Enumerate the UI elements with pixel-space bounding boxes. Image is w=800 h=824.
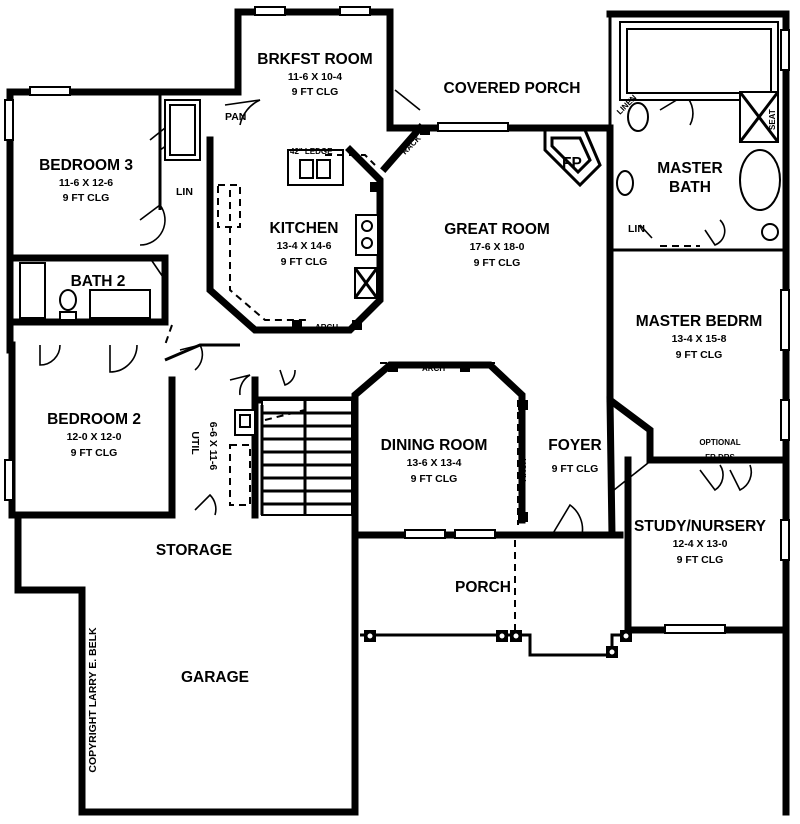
staircase xyxy=(260,399,353,516)
bedroom3-name: BEDROOM 3 xyxy=(39,157,133,174)
doors xyxy=(39,89,753,536)
pantry-label: PAN xyxy=(225,111,246,123)
great-room-size: 17-6 X 18-0 xyxy=(470,241,525,253)
porch-name: PORCH xyxy=(455,579,511,596)
brkfst-room-size: 11-6 X 10-4 xyxy=(288,71,342,83)
brkfst-room-name: BRKFST ROOM xyxy=(257,51,372,68)
kitchen-clg: 9 FT CLG xyxy=(281,256,328,268)
great-room-name: GREAT ROOM xyxy=(444,221,550,238)
french-doors-label: FR DRS xyxy=(705,453,735,462)
master-bath-name-line2: BATH xyxy=(669,179,711,196)
arch-kitchen-label: ARCH xyxy=(315,323,338,332)
linen-label-bedroom3: LIN xyxy=(176,186,193,198)
fireplace-label: FP xyxy=(562,155,582,172)
fixtures xyxy=(4,6,790,634)
bedroom2-clg: 9 FT CLG xyxy=(71,447,118,459)
ledge-label: 42" LEDGE xyxy=(290,147,333,156)
util-name: UTIL xyxy=(189,431,201,455)
master-bedrm-clg: 9 FT CLG xyxy=(676,349,723,361)
master-bedrm-size: 13-4 X 15-8 xyxy=(672,333,727,345)
util-size: 6-6 X 11-6 xyxy=(207,422,219,471)
dining-room-size: 13-6 X 13-4 xyxy=(407,457,462,469)
arch-dining-top-label: ARCH xyxy=(422,364,445,373)
optional-label: OPTIONAL xyxy=(699,438,740,447)
bedroom2-size: 12-0 X 12-0 xyxy=(67,431,122,443)
columns xyxy=(292,125,632,658)
copyright-text: COPYRIGHT LARRY E. BELK xyxy=(87,627,99,773)
foyer-name: FOYER xyxy=(548,437,601,454)
brkfst-room-clg: 9 FT CLG xyxy=(292,86,339,98)
bedroom3-clg: 9 FT CLG xyxy=(63,192,110,204)
room-labels: BRKFST ROOM 11-6 X 10-4 9 FT CLG COVERED… xyxy=(39,51,767,686)
covered-porch-name: COVERED PORCH xyxy=(444,80,581,97)
arch-dining-side-label: ARCH xyxy=(519,458,528,481)
garage-name: GARAGE xyxy=(181,669,249,686)
study-nursery-clg: 9 FT CLG xyxy=(677,554,724,566)
linen-label-master: LIN xyxy=(628,223,645,235)
dashed-lines xyxy=(164,154,740,635)
foyer-clg: 9 FT CLG xyxy=(552,463,599,475)
storage-name: STORAGE xyxy=(156,542,232,559)
dining-room-clg: 9 FT CLG xyxy=(411,473,458,485)
seat-label: SEAT xyxy=(768,109,777,130)
bath2-name: BATH 2 xyxy=(71,273,126,290)
bedroom2-name: BEDROOM 2 xyxy=(47,411,141,428)
kitchen-size: 13-4 X 14-6 xyxy=(277,240,332,252)
kitchen-name: KITCHEN xyxy=(270,220,339,237)
master-bedrm-name: MASTER BEDRM xyxy=(636,313,763,330)
bedroom3-size: 11-6 X 12-6 xyxy=(59,177,113,189)
study-nursery-name: STUDY/NURSERY xyxy=(634,518,767,535)
dining-room-name: DINING ROOM xyxy=(381,437,488,454)
master-bath-name-line1: MASTER xyxy=(657,160,722,177)
study-nursery-size: 12-4 X 13-0 xyxy=(673,538,728,550)
great-room-clg: 9 FT CLG xyxy=(474,257,521,269)
